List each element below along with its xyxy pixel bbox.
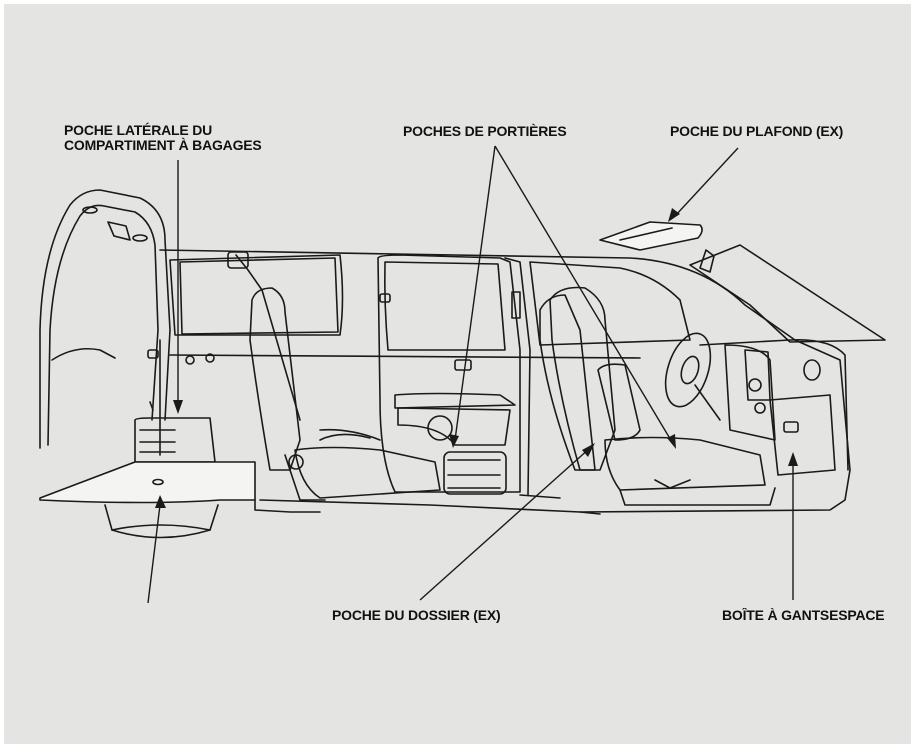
label-cargo-side-pocket: POCHE LATÉRALE DU COMPARTIMENT À BAGAGES <box>64 123 262 153</box>
cargo-side-panel <box>134 417 216 463</box>
rear-seat-back <box>249 287 301 471</box>
rear-seat-cushion <box>294 446 441 499</box>
dashboard <box>699 338 849 471</box>
tailgate <box>39 189 171 449</box>
leader-door-left <box>454 145 496 441</box>
label-cargo-side-pocket-line2: COMPARTIMENT À BAGAGES <box>64 137 262 153</box>
leader-ceiling <box>674 147 739 217</box>
windshield <box>689 244 886 343</box>
label-door-pockets: POCHES DE PORTIÈRES <box>403 123 567 139</box>
leader-door-right <box>494 145 673 443</box>
door-window <box>384 261 506 351</box>
front-seat-cushion <box>604 436 766 491</box>
leader-seatback <box>419 447 591 601</box>
door-pocket-rear <box>397 407 511 446</box>
label-glovebox: BOÎTE À GANTSESPACE <box>722 608 885 623</box>
steering-wheel <box>664 332 712 408</box>
glovebox-door <box>769 394 836 476</box>
cargo-well <box>104 504 219 539</box>
rear-side-window <box>179 257 339 335</box>
cargo-tray <box>39 461 256 504</box>
seatback-pocket <box>597 363 641 441</box>
leader-cargo-tray <box>147 504 161 604</box>
sliding-door <box>377 254 521 493</box>
label-seatback-pocket: POCHE DU DOSSIER (EX) <box>332 607 501 623</box>
label-ceiling-pocket: POCHE DU PLAFOND (EX) <box>670 123 844 139</box>
label-cargo-side-pocket-line1: POCHE LATÉRALE DU <box>64 122 213 138</box>
front-seat-back <box>549 286 616 471</box>
seat-belt <box>235 254 301 421</box>
ceiling-pocket-shape <box>599 221 703 251</box>
